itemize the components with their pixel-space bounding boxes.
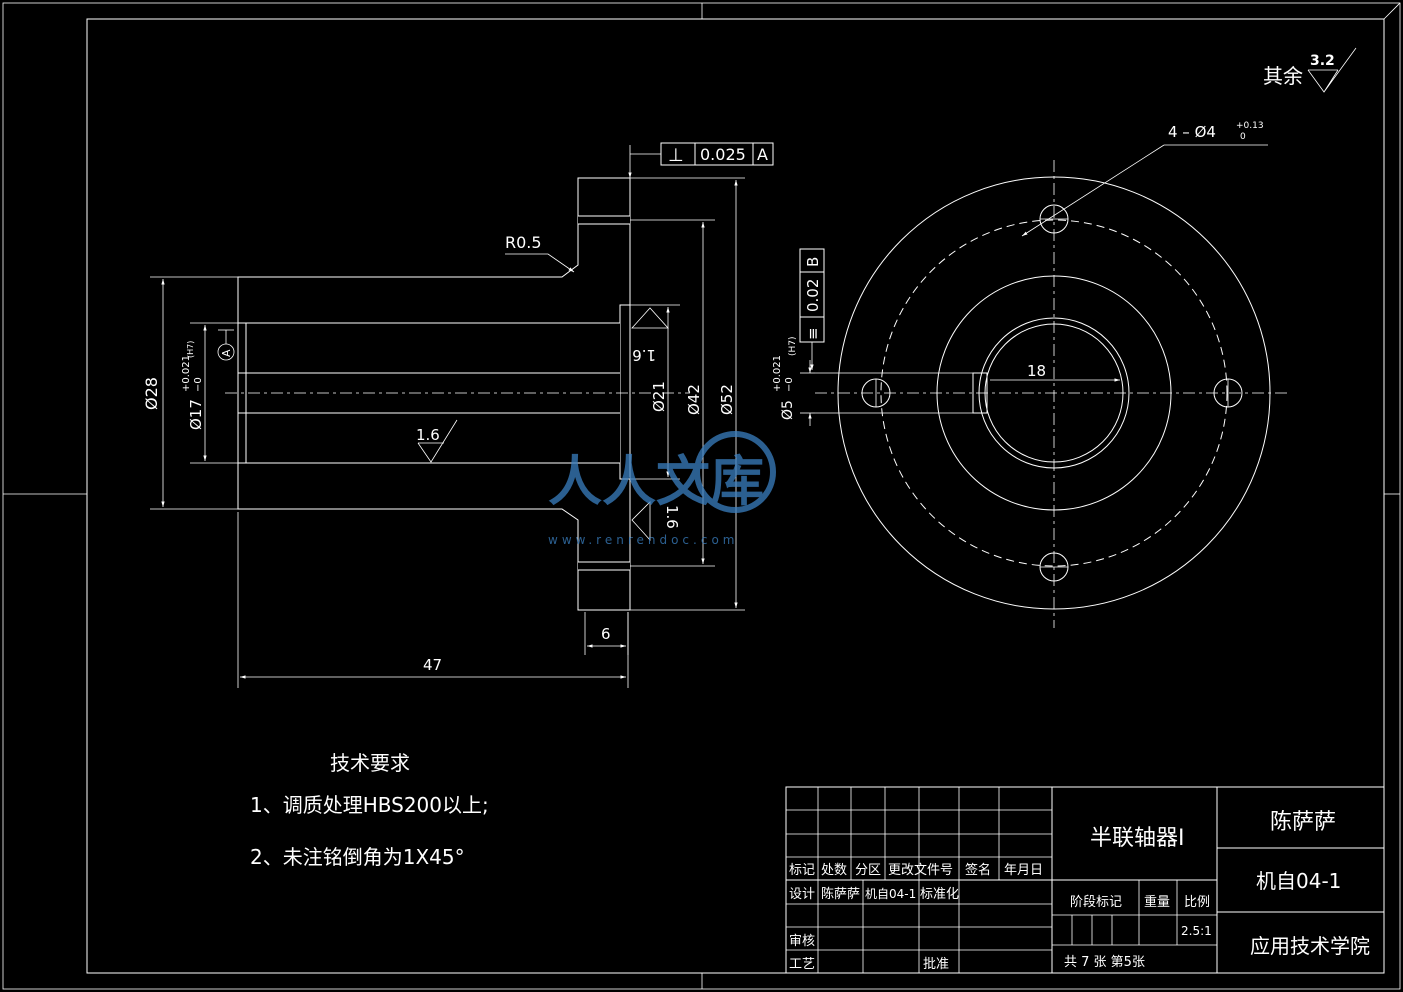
hdr-date: 年月日 <box>1004 863 1043 878</box>
approve-label: 批准 <box>923 957 949 972</box>
title-block: 半联轴器Ⅰ 陈萨萨 机自04-1 应用技术学院 标记 处数 分区 更改文件号 签… <box>785 786 1385 974</box>
class-code: 机自04-1 <box>1256 869 1341 893</box>
hdr-count: 处数 <box>821 863 847 878</box>
watermark: 人人文库 www.renrendoc.com <box>548 431 776 547</box>
dim-dia42: Ø42 <box>685 384 703 415</box>
design-class: 机自04-1 <box>865 887 916 901</box>
watermark-text: 人人文库 <box>548 450 764 513</box>
dimensions-section: R0.5 Ø28 Ø17 +0.021 −0 (H7) A Ø21 Ø42 Ø5… <box>142 177 745 688</box>
front-view: 18 4 – Ø4 +0.13 0 Ø5 +0.021 −0 (H7) ≡ 0.… <box>772 121 1290 628</box>
roughness-marks: 1.6 1.6 1.6 <box>416 307 681 542</box>
dim-dia5-fit: (H7) <box>788 336 798 356</box>
default-roughness: 其余 3.2 <box>1263 47 1357 93</box>
perp-datum: A <box>757 145 768 164</box>
dim-fillet: R0.5 <box>505 233 542 252</box>
design-name: 陈萨萨 <box>821 886 860 902</box>
dim-holes-upper: +0.13 <box>1236 121 1264 131</box>
roughness-bore: 1.6 <box>416 426 440 444</box>
section-view <box>225 177 690 611</box>
hdr-zone: 分区 <box>855 863 881 878</box>
sheets-info: 共 7 张 第5张 <box>1064 955 1145 970</box>
datum-a: A <box>220 349 233 357</box>
dim-dia17-fit: (H7) <box>186 341 195 358</box>
scale-value: 2.5:1 <box>1181 924 1212 938</box>
standardize-label: 标准化 <box>920 887 959 902</box>
roughness-face2: 1.6 <box>663 505 681 529</box>
author-top: 陈萨萨 <box>1270 810 1336 835</box>
tech-requirements: 技术要求 1、调质处理HBS200以上; 2、未注铭倒角为1X45° <box>250 751 489 869</box>
dim-dia52: Ø52 <box>718 384 736 415</box>
dim-length: 47 <box>423 656 442 674</box>
roughness-value: 3.2 <box>1310 53 1335 69</box>
dim-thickness: 6 <box>601 625 611 643</box>
hdr-change: 更改文件号 <box>888 863 953 878</box>
watermark-url: www.renrendoc.com <box>548 533 738 547</box>
school: 应用技术学院 <box>1250 934 1370 958</box>
dim-dia28: Ø28 <box>142 377 161 410</box>
dim-dia17-lower: −0 <box>193 377 204 392</box>
dim-dia5-upper: +0.021 <box>772 355 783 392</box>
sym-symbol: ≡ <box>804 327 822 340</box>
dim-dia21: Ø21 <box>650 381 668 412</box>
tech-item-1: 1、调质处理HBS200以上; <box>250 793 489 817</box>
dim-dia5-lower: −0 <box>784 377 795 392</box>
hdr-sign: 签名 <box>965 862 991 878</box>
tech-item-2: 2、未注铭倒角为1X45° <box>250 845 465 869</box>
dim-dia5: Ø5 <box>780 400 796 420</box>
dim-holes: 4 – Ø4 <box>1168 123 1216 141</box>
scale-label: 比例 <box>1184 895 1210 910</box>
stage-label: 阶段标记 <box>1070 895 1122 910</box>
hdr-mark: 标记 <box>789 863 815 878</box>
design-label: 设计 <box>789 887 815 902</box>
part-name: 半联轴器Ⅰ <box>1090 826 1185 851</box>
tech-title: 技术要求 <box>330 751 410 775</box>
perp-symbol: ⊥ <box>668 145 684 166</box>
sym-value: 0.02 <box>804 279 822 312</box>
sym-datum: B <box>804 257 822 267</box>
roughness-face1: 1.6 <box>632 346 656 364</box>
roughness-prefix: 其余 <box>1263 64 1303 88</box>
perp-value: 0.025 <box>700 145 746 164</box>
perpendicularity-frame: ⊥ 0.025 A <box>628 142 774 178</box>
process-label: 工艺 <box>789 957 815 972</box>
review-label: 审核 <box>789 934 815 949</box>
dim-dia17-upper: +0.021 <box>181 355 192 392</box>
dim-holes-lower: 0 <box>1240 132 1246 142</box>
weight-label: 重量 <box>1144 894 1170 910</box>
dim-key-width: 18 <box>1027 362 1046 380</box>
dim-dia17: Ø17 <box>187 399 205 430</box>
